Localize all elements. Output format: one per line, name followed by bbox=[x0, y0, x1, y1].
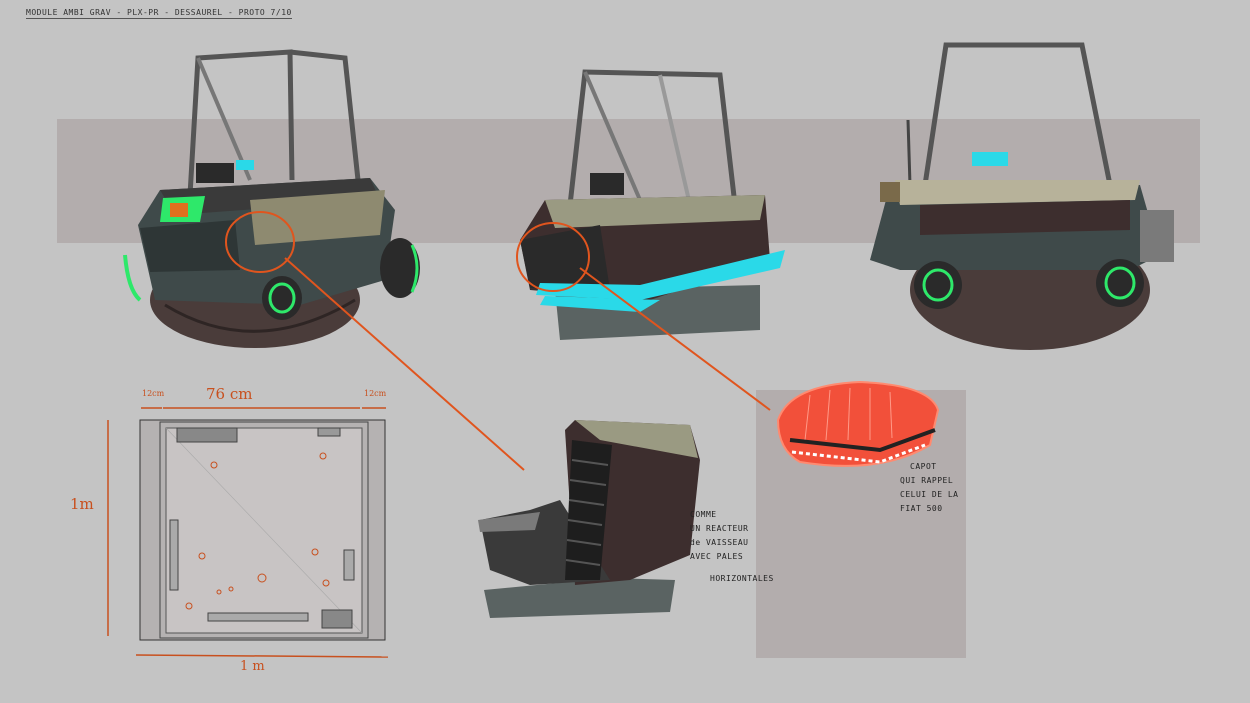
dim-height: 1m bbox=[70, 495, 94, 513]
floor-plan bbox=[107, 407, 389, 658]
reactor-note-line: UN REACTEUR bbox=[690, 524, 749, 533]
dim-width: 76 cm bbox=[206, 385, 253, 403]
dim-left-margin: 12cm bbox=[142, 389, 165, 398]
hood-detail bbox=[776, 380, 940, 467]
callout-line-reactor bbox=[284, 257, 525, 471]
vehicle-view-left bbox=[123, 49, 420, 348]
reactor-note-line: HORIZONTALES bbox=[710, 574, 774, 583]
hood-note-line: CELUI DE LA bbox=[900, 490, 959, 499]
hood-note: CAPOT QUI RAPPEL CELUI DE LA FIAT 500 bbox=[900, 460, 958, 516]
hood-note-line: QUI RAPPEL bbox=[900, 476, 954, 485]
reactor-detail bbox=[478, 420, 700, 618]
reactor-note-line: AVEC PALES bbox=[690, 552, 744, 561]
hood-note-line: CAPOT bbox=[910, 462, 937, 471]
dim-right-margin: 12cm bbox=[364, 389, 387, 398]
dim-bottom-width: 1 m bbox=[240, 659, 265, 674]
reactor-note-line: COMME bbox=[690, 510, 717, 519]
vehicle-view-right bbox=[870, 42, 1174, 350]
vehicle-view-center bbox=[516, 69, 785, 340]
callout-line-hood bbox=[579, 267, 771, 411]
header-note: MODULE AMBI GRAV - PLX-PR - DESSAUREL - … bbox=[26, 8, 292, 19]
reactor-note-line: de VAISSEAU bbox=[690, 538, 749, 547]
hood-note-line: FIAT 500 bbox=[900, 504, 943, 513]
reactor-note: COMME UN REACTEUR de VAISSEAU AVEC PALES… bbox=[690, 508, 774, 586]
